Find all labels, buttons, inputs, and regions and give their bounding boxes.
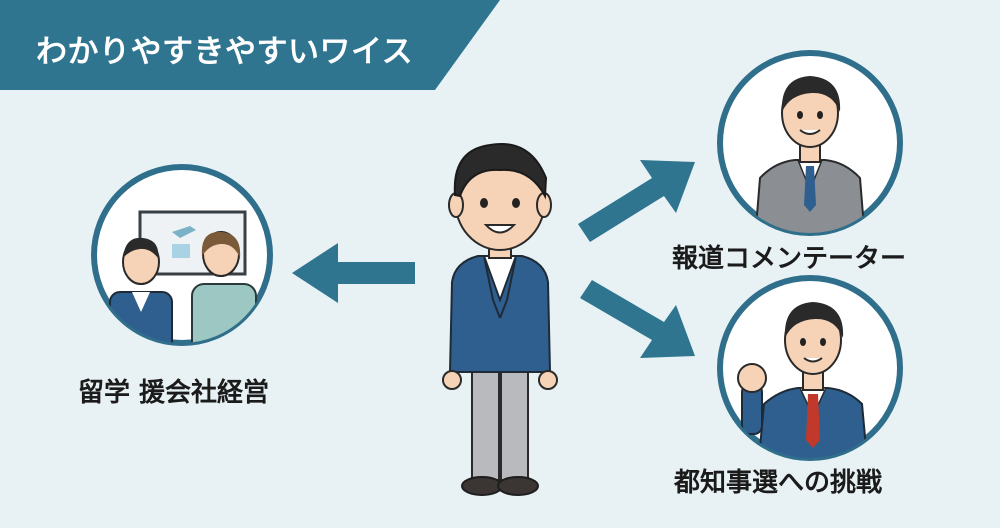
- page-title: わかりやすきやすいワイス: [36, 34, 414, 70]
- arrow-down-right-icon: [580, 280, 695, 358]
- circle-governor-election: [717, 275, 903, 461]
- title-banner: [0, 0, 500, 90]
- label-study-abroad: 留学 援会社経営: [78, 378, 270, 408]
- label-commentator: 報道コメンテーター: [672, 244, 907, 274]
- arrow-up-right-icon: [578, 160, 695, 242]
- center-person: [442, 143, 558, 496]
- arrow-left-icon: [292, 243, 415, 303]
- label-governor-election: 都知事選への挑戦: [674, 468, 883, 498]
- circle-study-abroad: [91, 164, 273, 346]
- circle-commentator: [717, 50, 903, 236]
